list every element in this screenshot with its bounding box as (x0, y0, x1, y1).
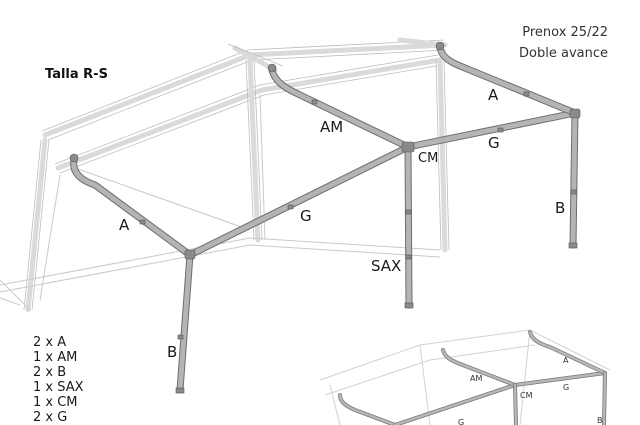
main-frame (70, 44, 579, 394)
inset-label-b: B (597, 416, 603, 425)
joints (69, 41, 581, 394)
parts-list-item: 2 x B (33, 365, 66, 380)
inset-label-a: A (563, 356, 569, 365)
parts-list-item: 1 x AM (33, 350, 77, 365)
label-b-front: B (167, 343, 177, 361)
label-a-right: A (488, 86, 499, 104)
inset-label-g: G (563, 383, 569, 392)
label-sax: SAX (371, 257, 401, 275)
inset-label-cm: CM (520, 391, 533, 400)
parts-list-item: 2 x A (33, 335, 66, 350)
label-g-right: G (488, 134, 500, 152)
model-name: Prenox 25/22 (522, 25, 608, 40)
parts-list-item: 1 x CM (33, 395, 78, 410)
parts-list-item: 1 x SAX (33, 380, 84, 395)
inset-label-g2: G (458, 418, 464, 425)
inset-diagram: AM A G CM B G (319, 329, 611, 425)
model-subtitle: Doble avance (519, 46, 608, 61)
label-b-right: B (555, 199, 565, 217)
label-g-front: G (300, 207, 312, 225)
label-a-left: A (119, 216, 130, 234)
ghost-frame (0, 37, 450, 313)
parts-list-item: 2 x G (33, 410, 67, 425)
inset-label-am: AM (470, 374, 482, 383)
label-am: AM (320, 118, 343, 136)
size-label: Talla R-S (45, 67, 108, 82)
label-cm: CM (418, 151, 438, 166)
